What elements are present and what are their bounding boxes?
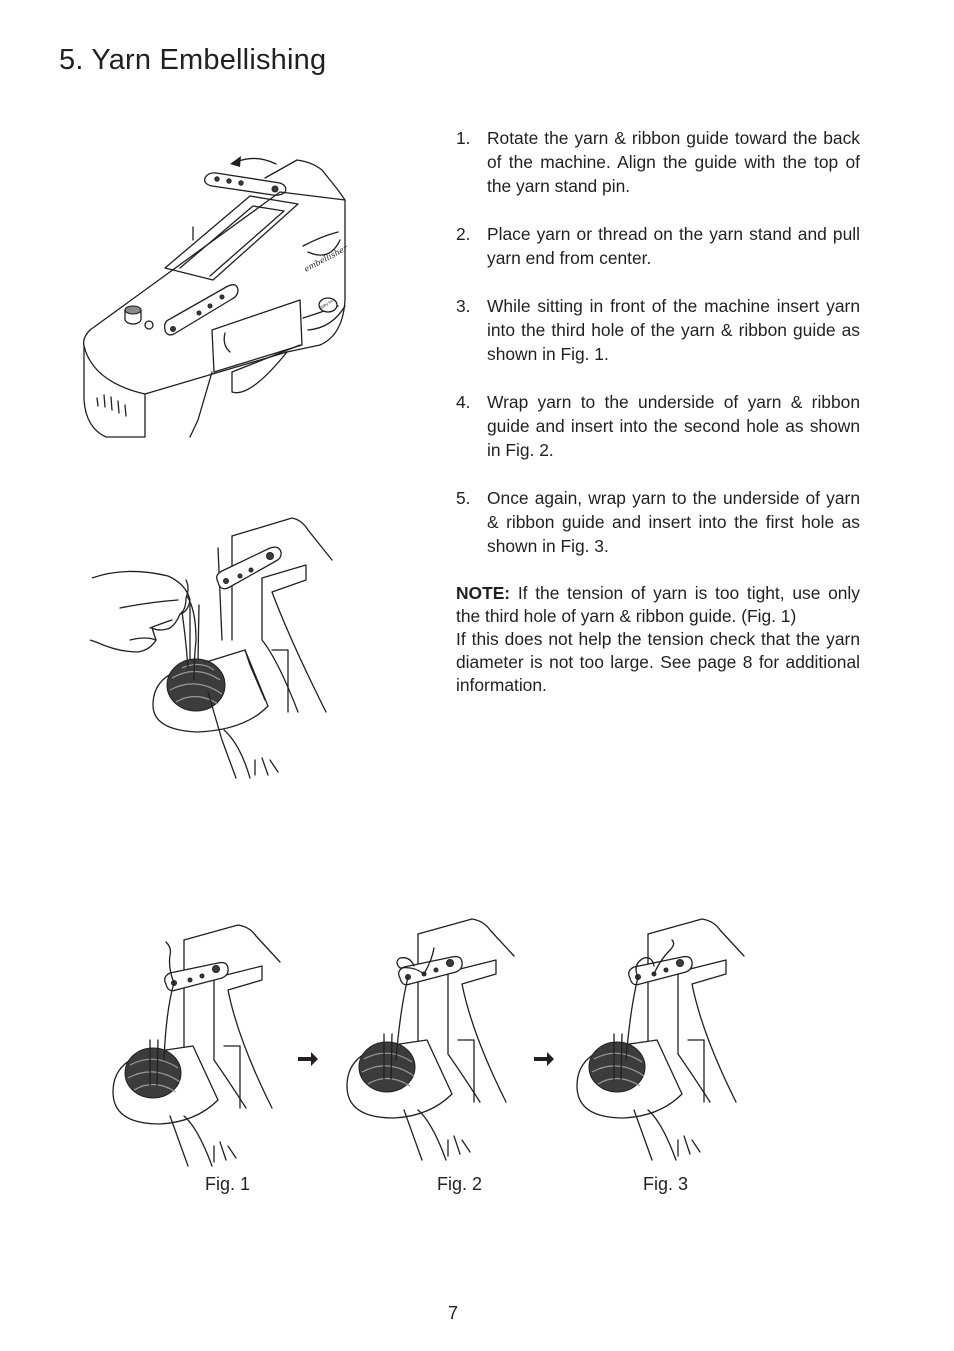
fig-2-label: Fig. 2 <box>437 1174 483 1194</box>
step-1: 1.Rotate the yarn & ribbon guide toward … <box>456 128 860 196</box>
note-label: NOTE: <box>456 583 511 603</box>
note-paragraph-2: If this does not help the tension check … <box>456 629 860 695</box>
machine-badge: baby lock <box>319 297 336 310</box>
fig-3-drawing <box>576 918 745 1161</box>
page-title: 5. Yarn Embellishing <box>59 44 327 76</box>
note-paragraph: NOTE: If the tension of yarn is too tigh… <box>456 583 860 626</box>
machine-label: embellisher <box>303 243 350 274</box>
instruction-list: 1.Rotate the yarn & ribbon guide toward … <box>456 126 860 697</box>
arrow-right-icon <box>298 1052 318 1066</box>
step-4: 4.Wrap yarn to the underside of yarn & r… <box>456 392 860 460</box>
fig-1-drawing <box>112 924 281 1167</box>
step-3: 3.While sitting in front of the machine … <box>456 296 860 364</box>
step-2: 2.Place yarn or thread on the yarn stand… <box>456 224 860 268</box>
fig-2-drawing <box>346 918 515 1161</box>
page-number: 7 <box>447 1303 458 1323</box>
rotate-arrow-icon <box>235 157 277 165</box>
arrow-right-icon <box>534 1052 554 1066</box>
step-5: 5.Once again, wrap yarn to the underside… <box>456 488 860 556</box>
fig-1-label: Fig. 1 <box>205 1174 251 1194</box>
fig-3-label: Fig. 3 <box>643 1174 689 1194</box>
